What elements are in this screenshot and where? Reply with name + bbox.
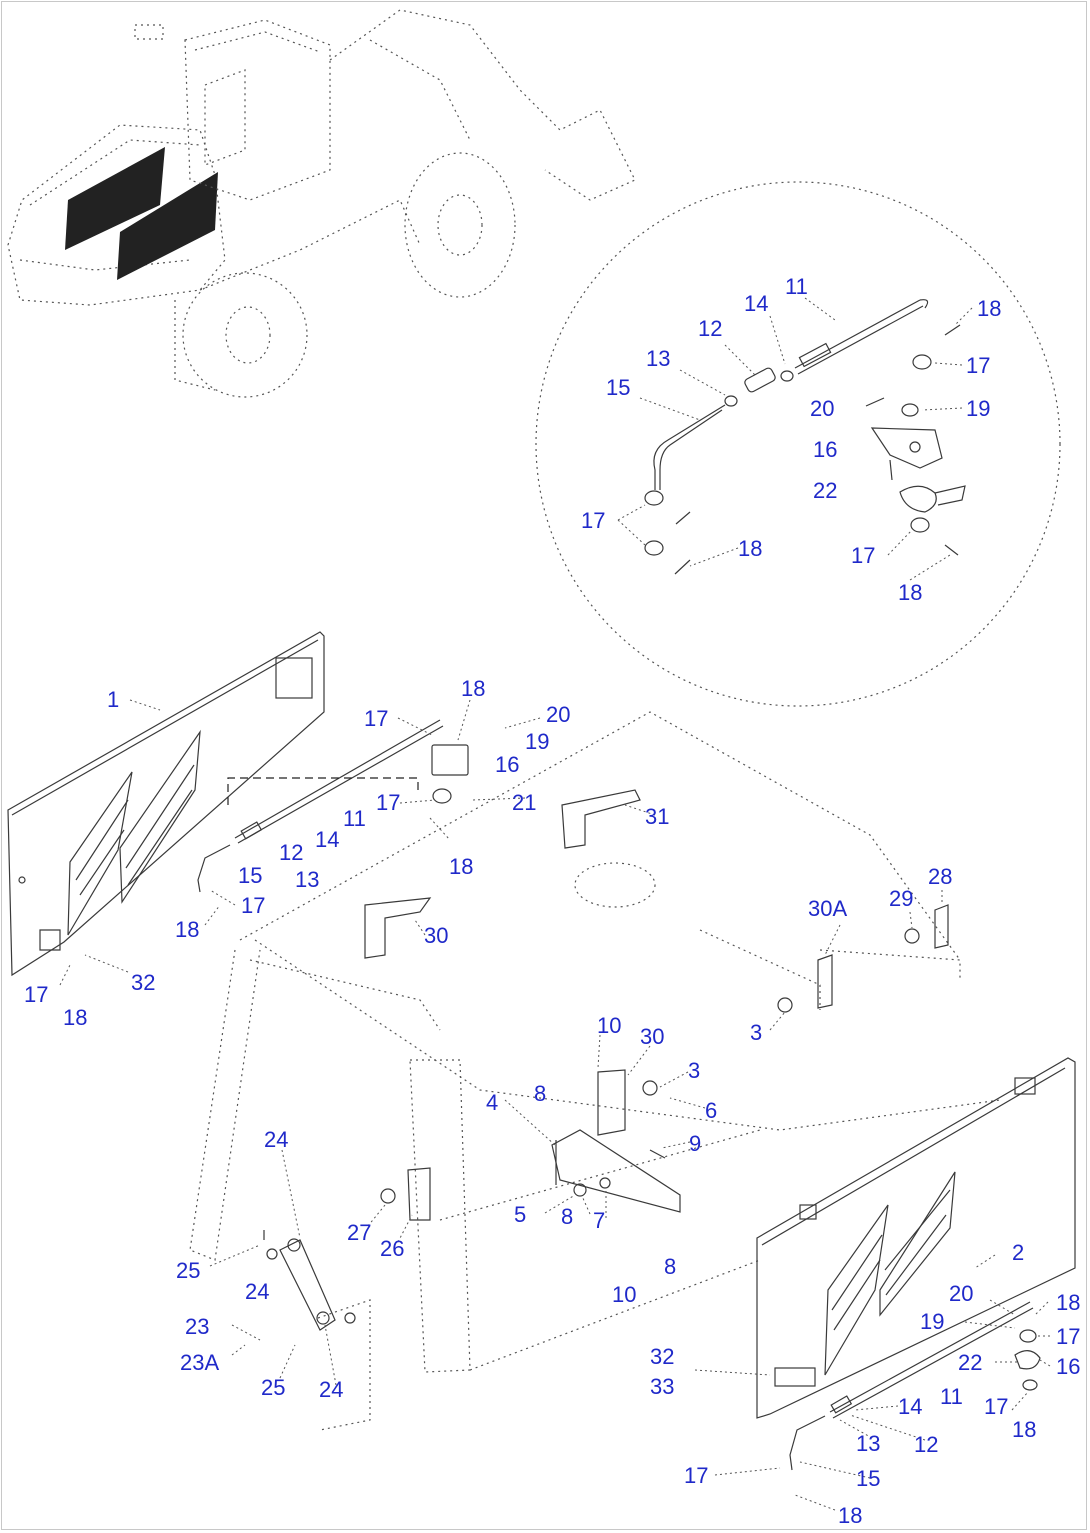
callout-9: 9	[689, 1131, 701, 1156]
callout-11: 11	[940, 1384, 963, 1409]
callout-22: 22	[813, 478, 837, 503]
callout-11: 11	[785, 274, 808, 299]
callout-18: 18	[1012, 1417, 1036, 1442]
callout-14: 14	[315, 827, 339, 852]
callout-30: 30	[424, 923, 448, 948]
callout-13: 13	[646, 346, 670, 371]
callout-18: 18	[898, 580, 922, 605]
callout-30A: 30A	[808, 896, 847, 921]
callout-18: 18	[1056, 1290, 1080, 1315]
callout-16: 16	[495, 752, 519, 777]
callout-3: 3	[750, 1020, 762, 1045]
callout-14: 14	[744, 291, 768, 316]
callout-32: 32	[650, 1344, 674, 1369]
callout-12: 12	[698, 316, 722, 341]
callout-19: 19	[920, 1309, 944, 1334]
callout-31: 31	[645, 804, 669, 829]
callout-22: 22	[958, 1350, 982, 1375]
callout-25: 25	[261, 1375, 285, 1400]
callout-5: 5	[514, 1202, 526, 1227]
callout-12: 12	[914, 1432, 938, 1457]
callout-18: 18	[977, 296, 1001, 321]
callout-10: 10	[612, 1282, 636, 1307]
callout-29: 29	[889, 886, 913, 911]
callout-17: 17	[966, 353, 990, 378]
callout-17: 17	[1056, 1324, 1080, 1349]
main-frame	[189, 711, 1001, 1431]
callout-20: 20	[810, 396, 834, 421]
callout-17: 17	[376, 790, 400, 815]
callout-18: 18	[838, 1503, 862, 1528]
callout-21: 21	[512, 790, 536, 815]
callout-13: 13	[856, 1431, 880, 1456]
side-panel-left	[7, 631, 541, 986]
callout-15: 15	[856, 1466, 880, 1491]
callout-13: 13	[295, 867, 319, 892]
callout-19: 19	[525, 729, 549, 754]
callout-16: 16	[1056, 1354, 1080, 1379]
callout-17: 17	[241, 893, 265, 918]
callout-33: 33	[650, 1374, 674, 1399]
callout-17: 17	[581, 508, 605, 533]
callout-2: 2	[1012, 1240, 1024, 1265]
callout-30: 30	[640, 1024, 664, 1049]
callout-23: 23	[185, 1314, 209, 1339]
callout-11: 11	[343, 806, 366, 831]
callout-18: 18	[738, 536, 762, 561]
callout-8: 8	[534, 1081, 546, 1106]
machine-overview	[7, 9, 636, 398]
callout-7: 7	[593, 1208, 605, 1233]
side-panel-right	[694, 1057, 1076, 1511]
callout-18: 18	[449, 854, 473, 879]
callout-15: 15	[606, 375, 630, 400]
callout-26: 26	[380, 1236, 404, 1261]
callout-17: 17	[851, 543, 875, 568]
callout-17: 17	[984, 1394, 1008, 1419]
callout-24: 24	[264, 1127, 288, 1152]
callout-18: 18	[461, 676, 485, 701]
callout-27: 27	[347, 1220, 371, 1245]
callout-17: 17	[684, 1463, 708, 1488]
side-panel-highlight-right	[117, 172, 218, 280]
callout-8: 8	[664, 1254, 676, 1279]
callout-24: 24	[245, 1279, 269, 1304]
gas-strut	[263, 1230, 371, 1431]
callout-20: 20	[949, 1281, 973, 1306]
callout-3: 3	[688, 1058, 700, 1083]
callout-16: 16	[813, 437, 837, 462]
callout-17: 17	[24, 982, 48, 1007]
detail-view-circle	[535, 181, 1061, 707]
callout-15: 15	[238, 863, 262, 888]
callout-23A: 23A	[180, 1350, 219, 1375]
callout-8: 8	[561, 1204, 573, 1229]
callout-1: 1	[107, 687, 119, 712]
callout-18: 18	[63, 1005, 87, 1030]
callout-6: 6	[705, 1098, 717, 1123]
callout-25: 25	[176, 1258, 200, 1283]
callout-10: 10	[597, 1013, 621, 1038]
callout-18: 18	[175, 917, 199, 942]
callout-labels: 11 18 14 12 17 13 15 20 19 16 22 17 18 1…	[24, 274, 1080, 1528]
callout-14: 14	[898, 1394, 922, 1419]
callout-28: 28	[928, 864, 952, 889]
callout-17: 17	[364, 706, 388, 731]
callout-4: 4	[486, 1090, 498, 1115]
callout-24: 24	[319, 1377, 343, 1402]
callout-12: 12	[279, 840, 303, 865]
side-panel-highlight-left	[65, 147, 165, 250]
callout-32: 32	[131, 970, 155, 995]
callout-19: 19	[966, 396, 990, 421]
callout-20: 20	[546, 702, 570, 727]
